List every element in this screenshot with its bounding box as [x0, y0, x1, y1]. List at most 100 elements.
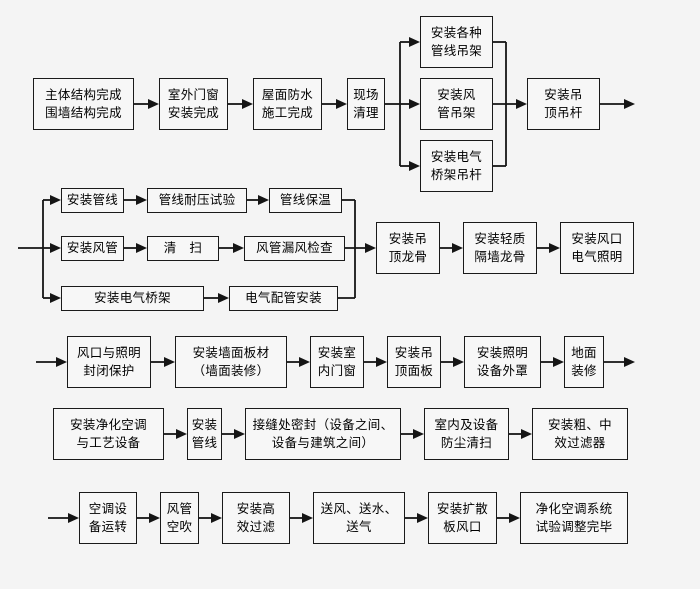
node-text-line: 安装墙面板材 [192, 344, 270, 360]
node-install-ceiling-panels[interactable]: 安装吊 顶面板 [387, 336, 441, 388]
node-text-line: 围墙结构完成 [45, 105, 122, 120]
node-text-line: 安装室 [317, 344, 357, 360]
node-install-lightweight-partition-keel[interactable]: 安装轻质 隔墙龙骨 [463, 222, 537, 274]
node-text-line: 送气 [346, 519, 372, 534]
node-text-line: 防尘清扫 [440, 435, 493, 450]
node-text-line: 施工完成 [261, 105, 314, 120]
node-roof-waterproofing-done[interactable]: 屋面防水 施工完成 [253, 78, 322, 130]
node-joint-sealing[interactable]: 接缝处密封（设备之间、 设备与建筑之间） [245, 408, 401, 460]
node-text-line: 安装管线 [66, 192, 119, 208]
node-install-electrical-tray[interactable]: 安装电气桥架 [61, 286, 204, 311]
node-text-line: 安装风管 [66, 240, 119, 256]
node-text-line: 风口与照明 [76, 344, 141, 360]
node-pipeline-pressure-test[interactable]: 管线耐压试验 [147, 188, 247, 213]
node-install-ceiling-rods[interactable]: 安装吊 顶吊杆 [527, 78, 600, 130]
node-text-line: 清 扫 [163, 240, 203, 256]
node-install-pipeline-hangers[interactable]: 安装各种 管线吊架 [420, 16, 493, 68]
node-text-line: 管线耐压试验 [158, 192, 236, 208]
node-text-line: 安装粗、中 [547, 416, 612, 432]
node-text-line: 净化空调系统 [535, 500, 613, 516]
node-text-line: 安装轻质 [474, 230, 526, 246]
node-text-line: 效过滤 [236, 519, 276, 534]
node-text-line: 效过滤器 [554, 435, 606, 450]
node-install-pipelines[interactable]: 安装管线 [61, 188, 124, 213]
node-install-interior-doors-windows[interactable]: 安装室 内门窗 [310, 336, 364, 388]
node-text-line: 安装各种 [430, 24, 483, 40]
node-cleaning[interactable]: 清 扫 [147, 236, 219, 261]
node-text-line: 安装吊 [544, 86, 583, 102]
node-text-line: 风管 [166, 500, 193, 516]
node-text-line: 屋面防水 [261, 86, 314, 102]
node-install-electrical-tray-rods[interactable]: 安装电气 桥架吊杆 [420, 140, 493, 192]
node-text-line: 空吹 [166, 519, 193, 534]
node-hvac-equipment-operation[interactable]: 空调设 备运转 [79, 492, 137, 544]
node-text-line: 安装照明 [476, 344, 529, 360]
node-text-line: 备运转 [88, 519, 128, 534]
node-text-line: 管线吊架 [430, 43, 483, 58]
node-install-lighting-equipment-cover[interactable]: 安装照明 设备外罩 [464, 336, 541, 388]
node-text-line: 安装风口 [571, 230, 623, 246]
node-install-hepa-filters[interactable]: 安装高 效过滤 [222, 492, 290, 544]
node-text-line: 管线 [191, 435, 218, 450]
node-text-line: 装修 [571, 363, 597, 378]
node-text-line: 安装高 [236, 500, 276, 516]
node-text-line: 设备与建筑之间） [271, 435, 375, 450]
node-text-line: 接缝处密封（设备之间、 [252, 416, 394, 432]
node-install-pipelines-2[interactable]: 安装 管线 [187, 408, 222, 460]
node-text-line: 安装扩散 [436, 500, 489, 516]
node-install-wall-panels[interactable]: 安装墙面板材 （墙面装修） [175, 336, 287, 388]
node-install-duct-hangers[interactable]: 安装风 管吊架 [420, 78, 493, 130]
node-text-line: 内门窗 [317, 363, 357, 378]
node-text-line: 设备外罩 [476, 363, 529, 378]
node-text-line: 与工艺设备 [76, 435, 141, 450]
node-install-ceiling-keel[interactable]: 安装吊 顶龙骨 [376, 222, 440, 274]
node-text-line: 安装吊 [388, 230, 428, 246]
node-supply-air-water-gas[interactable]: 送风、送水、 送气 [313, 492, 405, 544]
node-outlet-lighting-protection[interactable]: 风口与照明 封闭保护 [67, 336, 151, 388]
node-site-cleanup[interactable]: 现场 清理 [347, 78, 385, 130]
node-text-line: 安装 [191, 416, 218, 432]
node-text-line: 安装电气桥架 [94, 290, 171, 306]
node-text-line: 送风、送水、 [320, 500, 398, 516]
node-text-line: 安装电气 [430, 148, 483, 164]
node-text-line: 安装吊 [394, 344, 434, 360]
node-text-line: 封闭保护 [83, 363, 135, 378]
node-text-line: 清理 [353, 105, 379, 120]
node-duct-leakage-inspection[interactable]: 风管漏风检查 [244, 236, 345, 261]
node-text-line: 板风口 [443, 519, 482, 534]
node-install-coarse-medium-filters[interactable]: 安装粗、中 效过滤器 [532, 408, 628, 460]
node-main-structure-complete[interactable]: 主体结构完成 围墙结构完成 [33, 78, 134, 130]
node-text-line: 顶龙骨 [388, 249, 428, 264]
node-text-line: 试验调整完毕 [535, 519, 613, 534]
node-text-line: 风管漏风检查 [256, 240, 333, 256]
node-text-line: 空调设 [88, 500, 128, 516]
node-text-line: 顶吊杆 [544, 105, 583, 120]
node-install-air-ducts[interactable]: 安装风管 [61, 236, 124, 261]
node-text-line: 电气配管安装 [245, 290, 322, 306]
node-text-line: 安装净化空调 [70, 416, 147, 432]
node-text-line: 管吊架 [437, 105, 476, 120]
node-text-line: 主体结构完成 [45, 86, 122, 102]
node-text-line: 管线保温 [279, 192, 332, 208]
node-exterior-doors-windows-done[interactable]: 室外门窗 安装完成 [159, 78, 228, 130]
node-text-line: 安装完成 [167, 105, 220, 120]
node-text-line: 电气照明 [571, 249, 623, 264]
node-floor-finishing[interactable]: 地面 装修 [564, 336, 604, 388]
node-pipeline-insulation[interactable]: 管线保温 [269, 188, 342, 213]
node-text-line: （墙面装修） [192, 363, 270, 378]
node-text-line: 室内及设备 [434, 416, 499, 432]
node-text-line: 隔墙龙骨 [474, 249, 526, 264]
node-install-air-outlet-lighting[interactable]: 安装风口 电气照明 [560, 222, 634, 274]
node-install-cleanroom-hvac-process-equipment[interactable]: 安装净化空调 与工艺设备 [53, 408, 164, 460]
node-indoor-equipment-dust-cleaning[interactable]: 室内及设备 防尘清扫 [424, 408, 509, 460]
node-text-line: 顶面板 [394, 363, 434, 378]
node-cleanroom-hvac-commissioning-complete[interactable]: 净化空调系统 试验调整完毕 [520, 492, 628, 544]
node-install-diffuser-outlet[interactable]: 安装扩散 板风口 [428, 492, 497, 544]
node-duct-air-blowing[interactable]: 风管 空吹 [160, 492, 199, 544]
node-text-line: 现场 [353, 86, 379, 102]
node-text-line: 桥架吊杆 [430, 167, 483, 182]
node-electrical-conduit-install[interactable]: 电气配管安装 [229, 286, 338, 311]
node-text-line: 安装风 [437, 86, 476, 102]
node-text-line: 地面 [571, 344, 597, 360]
